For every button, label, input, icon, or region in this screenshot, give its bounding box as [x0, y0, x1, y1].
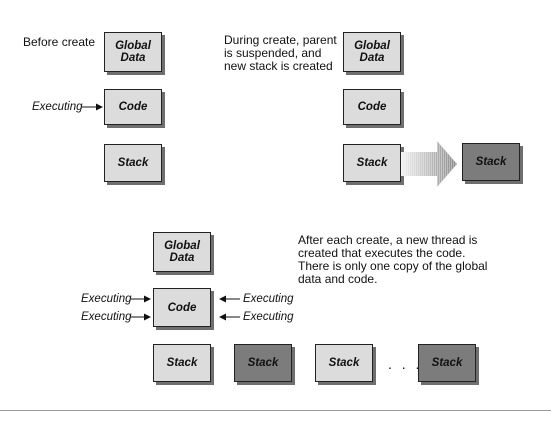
before-global-data-box: Global Data: [104, 32, 162, 72]
after-executing-left-2: Executing: [81, 311, 132, 323]
during-create-caption: During create, parent is suspended, and …: [224, 33, 337, 73]
after-code-box: Code: [153, 288, 211, 327]
after-global-data-box: Global Data: [153, 232, 211, 272]
after-executing-left-1: Executing: [81, 293, 132, 305]
during-stack-box: Stack: [343, 144, 401, 182]
after-stack-box-thread-n: Stack: [418, 344, 476, 382]
after-executing-right-1: Executing: [243, 293, 294, 305]
during-code-box: Code: [343, 89, 401, 125]
before-executing-arrow: [81, 103, 103, 111]
after-executing-right-arrow-1: [219, 295, 240, 303]
after-executing-right-2: Executing: [243, 311, 294, 323]
before-code-box: Code: [104, 89, 162, 125]
after-stack-box-thread-1: Stack: [234, 344, 292, 382]
before-executing-label: Executing: [32, 101, 83, 113]
after-stack-box-thread-2: Stack: [315, 344, 373, 382]
before-create-caption: Before create: [23, 35, 96, 49]
during-new-stack-box: Stack: [462, 143, 520, 181]
before-stack-box: Stack: [104, 144, 162, 182]
stack-creation-arrow: [401, 141, 457, 187]
after-executing-left-arrow-1: [130, 295, 151, 303]
during-global-data-box: Global Data: [343, 32, 401, 72]
after-stack-box-parent: Stack: [153, 344, 211, 382]
bottom-divider: [0, 410, 551, 411]
after-create-caption: After each create, a new thread is creat…: [298, 233, 488, 286]
after-executing-right-arrow-2: [219, 313, 240, 321]
after-ellipsis: . . .: [388, 356, 423, 372]
after-executing-left-arrow-2: [130, 313, 151, 321]
